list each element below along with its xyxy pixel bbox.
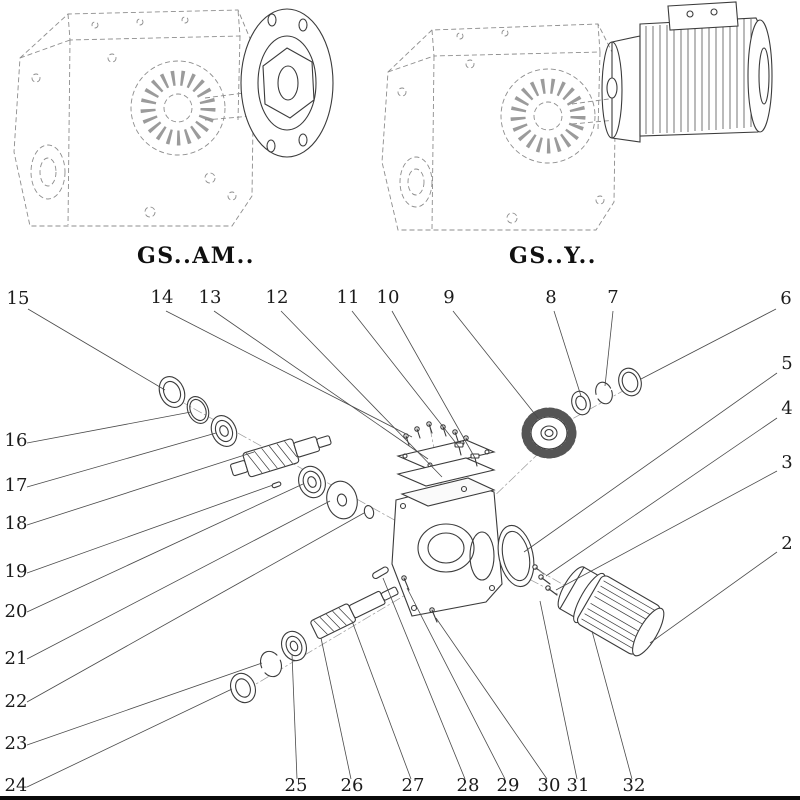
- leader-line-7: [604, 310, 614, 387]
- callout-number-30: 30: [538, 775, 561, 796]
- exploded-view: [158, 367, 665, 704]
- bottom-border: [0, 796, 800, 800]
- leader-line-2: [649, 551, 778, 644]
- set-screw-b: [429, 607, 438, 623]
- input-bearing-rear: [298, 465, 326, 499]
- cover-gasket: [396, 457, 496, 487]
- motor-flange-seal: [497, 524, 535, 588]
- callout-number-17: 17: [5, 475, 28, 496]
- callout-number-31: 31: [567, 775, 590, 796]
- centerlines: [163, 380, 642, 691]
- flange-b5: [240, 8, 334, 158]
- callout-number-28: 28: [457, 775, 480, 796]
- callout-number-5: 5: [781, 353, 792, 374]
- callout-number-9: 9: [443, 287, 454, 308]
- leader-line-3: [555, 470, 778, 591]
- worm-wheel-disc: [326, 480, 358, 520]
- output-bearing: [280, 630, 308, 662]
- callout-number-26: 26: [341, 775, 364, 796]
- leader-line-27: [351, 620, 412, 780]
- callout-number-18: 18: [5, 513, 28, 534]
- leader-line-26: [320, 637, 352, 780]
- output-seal: [229, 672, 257, 704]
- caption-gsam: GS..AM..: [137, 243, 255, 269]
- gear-circlip: [595, 381, 613, 405]
- callout-number-20: 20: [5, 601, 28, 622]
- callout-number-12: 12: [266, 287, 289, 308]
- leader-line-12: [280, 310, 443, 478]
- gear-washer: [571, 390, 591, 416]
- callout-number-15: 15: [7, 288, 30, 309]
- housing: [391, 477, 503, 617]
- leader-line-20: [26, 483, 304, 613]
- leader-line-28: [382, 577, 466, 780]
- output-gear: [521, 407, 577, 459]
- leader-line-23: [26, 662, 263, 746]
- leader-line-31: [539, 600, 578, 780]
- leader-line-18: [26, 451, 255, 526]
- leader-line-22: [26, 512, 365, 703]
- callout-number-27: 27: [402, 775, 425, 796]
- callout-number-4: 4: [781, 398, 792, 419]
- callout-number-11: 11: [337, 287, 360, 308]
- leader-line-10: [391, 310, 476, 459]
- motor-assembled: [601, 1, 773, 143]
- callout-number-3: 3: [781, 452, 792, 473]
- leader-line-6: [640, 308, 777, 380]
- gearbox-drawing-gsy: [381, 23, 617, 231]
- dowel-pin: [271, 481, 282, 489]
- leader-line-25: [291, 653, 298, 780]
- callout-number-32: 32: [623, 775, 646, 796]
- callout-number-14: 14: [151, 287, 174, 308]
- callout-number-29: 29: [497, 775, 520, 796]
- callout-number-8: 8: [545, 287, 556, 308]
- leader-line-4: [545, 417, 778, 577]
- motor-exploded: [557, 566, 665, 657]
- leader-line-15: [27, 308, 166, 391]
- leader-line-9: [452, 310, 539, 419]
- input-bearing-front: [210, 415, 238, 447]
- leader-line-17: [26, 432, 217, 488]
- leader-line-11: [351, 310, 460, 448]
- leader-line-13: [213, 310, 429, 460]
- callout-number-2: 2: [781, 533, 792, 554]
- callout-number-23: 23: [5, 733, 28, 754]
- callout-number-13: 13: [199, 287, 222, 308]
- leader-line-8: [553, 310, 582, 397]
- gearbox-drawing-gsam: [13, 9, 255, 227]
- spacer-ring: [618, 367, 642, 397]
- input-seal-ring: [158, 376, 186, 408]
- leader-line-30: [435, 617, 548, 780]
- breather-plug: [454, 442, 464, 456]
- callout-number-6: 6: [780, 288, 791, 309]
- leader-line-5: [523, 372, 778, 553]
- callout-number-10: 10: [377, 287, 400, 308]
- callout-number-24: 24: [5, 775, 28, 796]
- set-screw-a: [401, 575, 410, 591]
- input-retaining-ring: [186, 396, 210, 424]
- callout-number-7: 7: [607, 287, 618, 308]
- motor-bolts: [532, 564, 601, 607]
- callout-number-19: 19: [5, 561, 28, 582]
- callout-number-21: 21: [5, 648, 28, 669]
- caption-gsy: GS..Y..: [509, 243, 597, 269]
- callout-number-22: 22: [5, 691, 28, 712]
- leader-line-19: [26, 484, 274, 574]
- leader-line-21: [26, 500, 331, 660]
- worm-shaft: [230, 435, 332, 478]
- shaft-key: [372, 566, 389, 580]
- leader-line-16: [26, 411, 192, 444]
- leader-line-14: [165, 310, 413, 438]
- leader-line-29: [406, 587, 506, 780]
- small-oring: [363, 505, 375, 519]
- output-circlip: [259, 650, 283, 678]
- callout-number-16: 16: [5, 430, 28, 451]
- callout-number-25: 25: [285, 775, 308, 796]
- leader-line-24: [26, 688, 233, 788]
- leader-line-32: [591, 630, 633, 780]
